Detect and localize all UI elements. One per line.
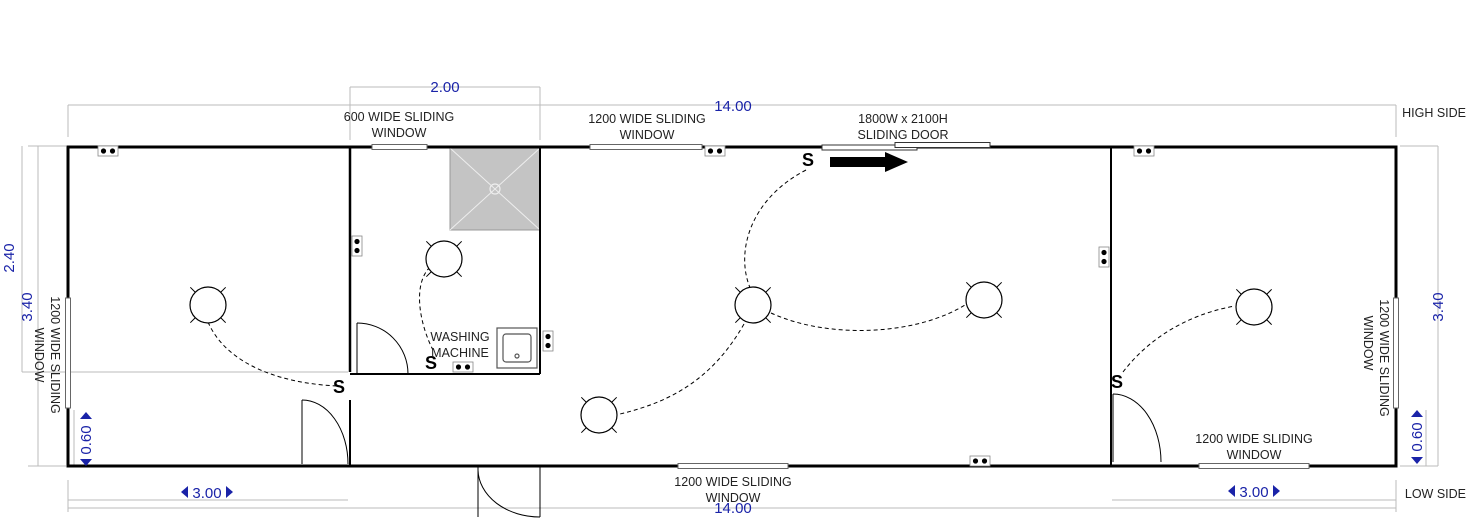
window-label-right-wall-line1: 1200 WIDE SLIDING <box>1377 299 1391 416</box>
washing-machine-label-line2: MACHINE <box>431 346 489 360</box>
dimension-lines <box>21 86 1439 512</box>
ceiling-light-icon <box>580 396 618 434</box>
window-label-left-wall-line2: WINDOW <box>32 328 46 383</box>
light-switch-symbol: S <box>425 353 437 373</box>
shower-tray <box>449 147 541 231</box>
dimension-arrows <box>80 410 1423 498</box>
dimension-bathroom-width: 2.00 <box>430 79 459 96</box>
power-outlet-icon <box>1098 246 1110 268</box>
washing-machine-label-line1: WASHING <box>430 330 489 344</box>
power-outlets <box>97 145 1155 467</box>
ceiling-light-icon <box>965 281 1003 319</box>
ceiling-light-icon <box>189 286 227 324</box>
window-label-main-top-line1: 1200 WIDE SLIDING <box>588 112 705 126</box>
dimension-bottom-total: 14.00 <box>714 500 752 517</box>
ceiling-light-icon <box>1235 288 1273 326</box>
power-outlet-icon <box>452 361 474 373</box>
dimension-offset-right: 0.60 <box>1409 422 1426 451</box>
dimension-bathroom-depth: 2.40 <box>1 243 18 272</box>
window-label-right-bottom-line1: 1200 WIDE SLIDING <box>1195 432 1312 446</box>
sliding-door-label-line2: SLIDING DOOR <box>858 128 949 142</box>
arrow-right-icon <box>830 152 908 172</box>
power-outlet-icon <box>97 145 119 157</box>
sink <box>496 327 538 369</box>
dimension-offset-left: 0.60 <box>78 425 95 454</box>
window-label-left-wall-line1: 1200 WIDE SLIDING <box>48 296 62 413</box>
window-symbols <box>65 144 1399 469</box>
window-label-right-wall-line2: WINDOW <box>1361 316 1375 371</box>
sliding-door-label-line1: 1800W x 2100H <box>858 112 948 126</box>
power-outlet-icon <box>969 455 991 467</box>
window-label-bathroom-line2: WINDOW <box>372 126 427 140</box>
window-label-main-bottom-line1: 1200 WIDE SLIDING <box>674 475 791 489</box>
high-side-label: HIGH SIDE <box>1402 106 1466 120</box>
light-switch-symbol: S <box>333 377 345 397</box>
window-label-bathroom-line1: 600 WIDE SLIDING <box>344 110 454 124</box>
dimension-right-width: 3.00 <box>1239 484 1268 501</box>
dimension-top-total: 14.00 <box>714 98 752 115</box>
window-label-right-bottom-line2: WINDOW <box>1227 448 1282 462</box>
power-outlet-icon <box>351 235 363 257</box>
power-outlet-icon <box>704 145 726 157</box>
ceiling-lights <box>189 240 1273 434</box>
ceiling-light-icon <box>425 240 463 278</box>
hinged-doors <box>301 322 1162 518</box>
sliding-door <box>821 142 991 172</box>
interior-walls <box>348 147 1112 466</box>
dimension-left-width: 3.00 <box>192 485 221 502</box>
low-side-label: LOW SIDE <box>1405 487 1466 501</box>
power-outlet-icon <box>542 330 554 352</box>
window-label-main-top-line2: WINDOW <box>620 128 675 142</box>
wiring-lines <box>207 169 1236 415</box>
light-switch-symbol: S <box>1111 372 1123 392</box>
light-switch-symbol: S <box>802 150 814 170</box>
outer-walls <box>66 145 1398 468</box>
dimension-height-right: 3.40 <box>1430 292 1447 321</box>
ceiling-light-icon <box>734 286 772 324</box>
dimension-height-left: 3.40 <box>19 292 36 321</box>
power-outlet-icon <box>1133 145 1155 157</box>
window-label-main-bottom-line2: WINDOW <box>706 491 761 505</box>
